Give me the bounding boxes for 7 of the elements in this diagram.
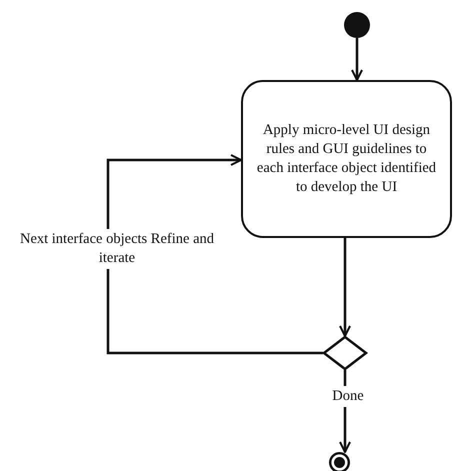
start-node: [344, 12, 370, 38]
decision-diamond: [323, 336, 367, 370]
arrow: [351, 38, 363, 81]
arrow: [339, 238, 351, 337]
activity-box: Apply micro-level UI design rules and GUI guidelines to each interface object identified to develop the UI: [241, 80, 452, 238]
arrow: [106, 154, 323, 354]
end-node: [329, 452, 350, 471]
